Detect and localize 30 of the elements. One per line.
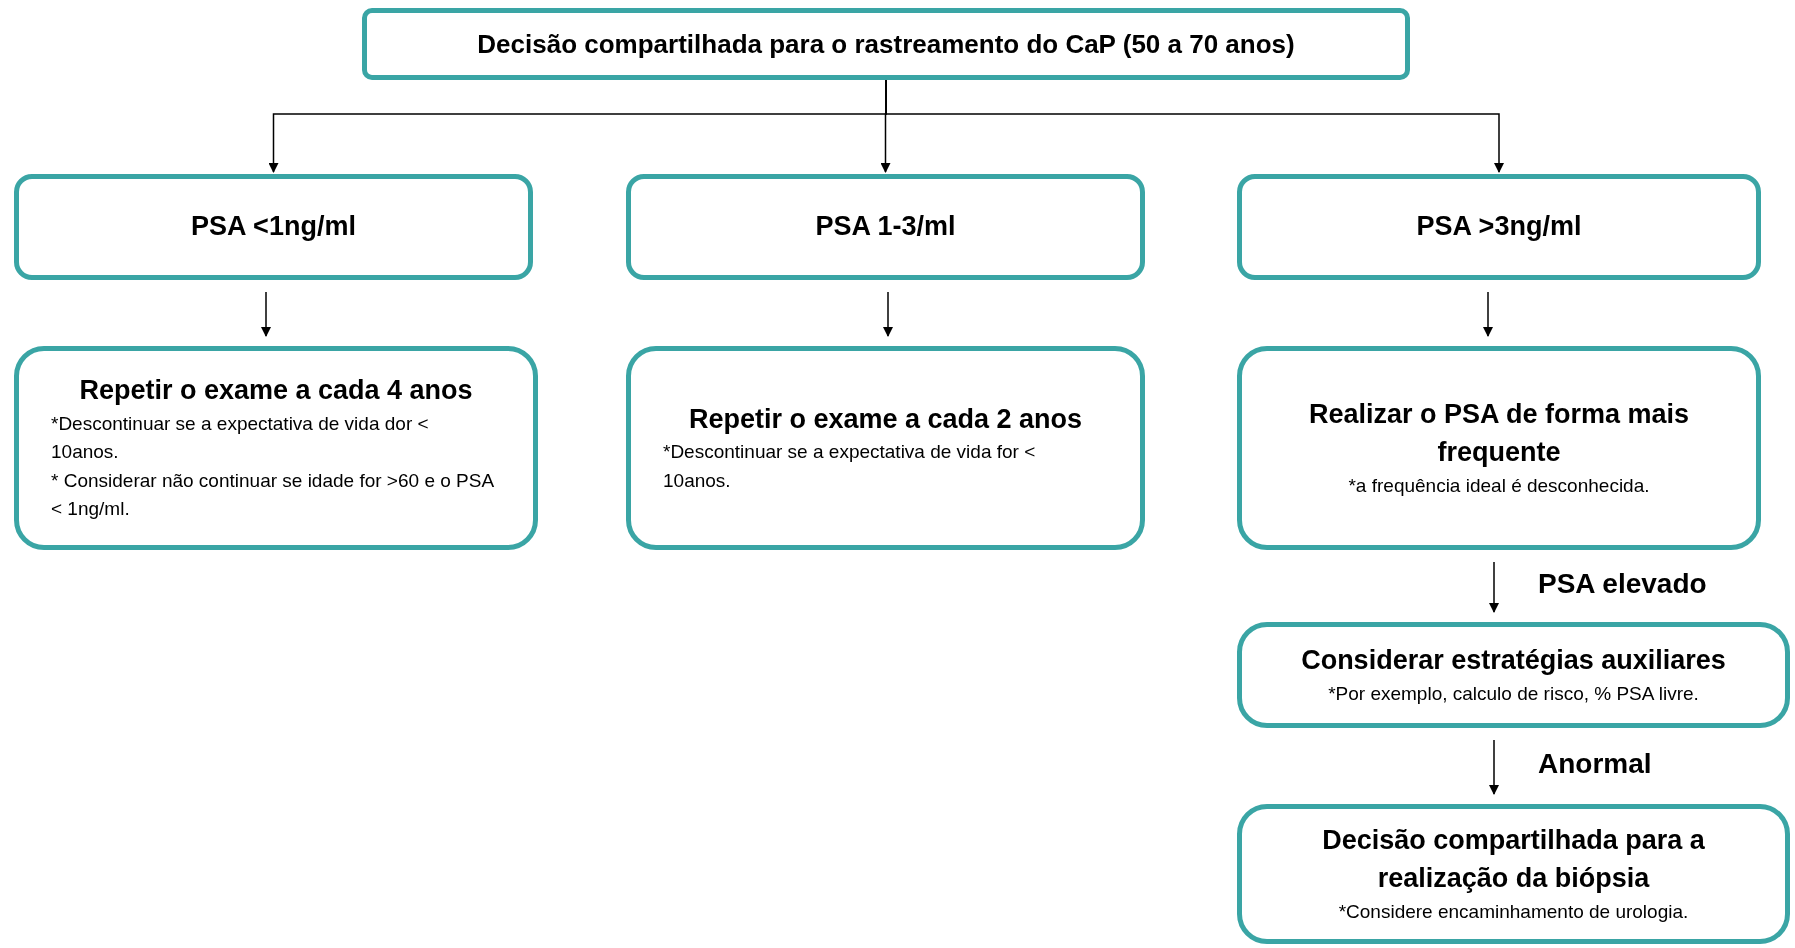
arrow [1489, 739, 1499, 795]
process-box [626, 174, 1145, 280]
process-box [14, 346, 538, 550]
arrow [261, 291, 271, 337]
arrow [883, 291, 893, 337]
box-heading: PSA >3ng/ml [1416, 210, 1582, 244]
box-heading: Repetir o exame a cada 2 anos [687, 402, 1084, 436]
box-heading: Repetir o exame a cada 4 anos [78, 374, 474, 408]
box-heading: Considerar estratégias auxiliares [1301, 643, 1726, 677]
arrow [1483, 291, 1493, 337]
box-note: *a frequência ideal é desconhecida. [1348, 473, 1650, 498]
box-heading: PSA 1-3/ml [815, 210, 956, 244]
process-box [362, 8, 1410, 80]
box-note: * Considerar não continuar se idade for >60 e o PSA < 1ng/ml. [51, 468, 495, 522]
process-box [1237, 346, 1761, 550]
arrow [885, 79, 1504, 173]
process-box [1237, 804, 1790, 944]
box-note: *Descontinuar se a expectativa de vida for < 10anos. [663, 440, 1037, 493]
box-heading: Realizar o PSA de forma mais frequente [1307, 397, 1691, 469]
process-box [1237, 622, 1790, 728]
process-box [1237, 174, 1761, 280]
box-heading: Decisão compartilhada para o rastreamento do CaP (50 a 70 anos) [477, 27, 1295, 61]
box-note: *Considere encaminhamento de urologia. [1338, 899, 1689, 924]
process-box [14, 174, 533, 280]
arrow [1489, 561, 1499, 613]
box-note: *Descontinuar se a expectativa de vida dor < 10anos. [51, 411, 430, 465]
box-note: *Por exemplo, calculo de risco, % PSA livre. [1328, 681, 1699, 706]
process-box [626, 346, 1145, 550]
box-heading: Decisão compartilhada para a realização da biópsia [1321, 823, 1706, 895]
box-heading: PSA <1ng/ml [191, 210, 356, 244]
